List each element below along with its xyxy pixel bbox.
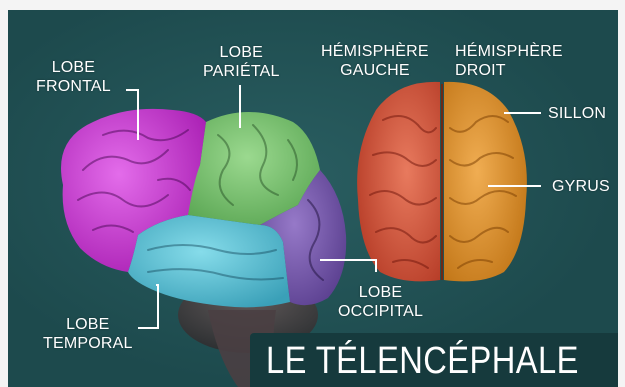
- occipital-lobe-label: LOBE OCCIPITAL: [338, 283, 423, 321]
- right-hemisphere: [444, 82, 527, 282]
- frontal-lobe-label: LOBE FRONTAL: [36, 58, 111, 96]
- left-hemisphere: [357, 82, 440, 282]
- diagram-canvas: LOBE FRONTAL LOBE PARIÉTAL LOBE TEMPORAL…: [8, 10, 618, 387]
- temporal-lobe: [128, 215, 290, 307]
- temporal-leader: [138, 285, 158, 328]
- right-hemisphere-label-line2: DROIT: [455, 61, 563, 80]
- temporal-lobe-label-line2: TEMPORAL: [43, 334, 133, 353]
- gyrus-label: GYRUS: [552, 177, 610, 196]
- frontal-lobe-label-line1: LOBE: [36, 58, 111, 77]
- title-banner: LE TÉLENCÉPHALE: [250, 333, 618, 387]
- temporal-lobe-label-line1: LOBE: [43, 315, 133, 334]
- occipital-lobe-label-line2: OCCIPITAL: [338, 302, 423, 321]
- right-hemisphere-label: HÉMISPHÈRE DROIT: [455, 42, 563, 80]
- right-hemisphere-label-line1: HÉMISPHÈRE: [455, 42, 563, 61]
- occipital-lobe-label-line1: LOBE: [338, 283, 423, 302]
- temporal-lobe-label: LOBE TEMPORAL: [43, 315, 133, 353]
- left-hemisphere-label-line1: HÉMISPHÈRE: [321, 42, 429, 61]
- title-text: LE TÉLENCÉPHALE: [266, 339, 579, 383]
- sillon-label: SILLON: [548, 104, 606, 123]
- parietal-lobe-label-line2: PARIÉTAL: [203, 62, 280, 81]
- parietal-lobe-label: LOBE PARIÉTAL: [203, 43, 280, 81]
- parietal-lobe-label-line1: LOBE: [203, 43, 280, 62]
- left-hemisphere-label-line2: GAUCHE: [321, 61, 429, 80]
- left-hemisphere-label: HÉMISPHÈRE GAUCHE: [321, 42, 429, 80]
- frontal-lobe-label-line2: FRONTAL: [36, 77, 111, 96]
